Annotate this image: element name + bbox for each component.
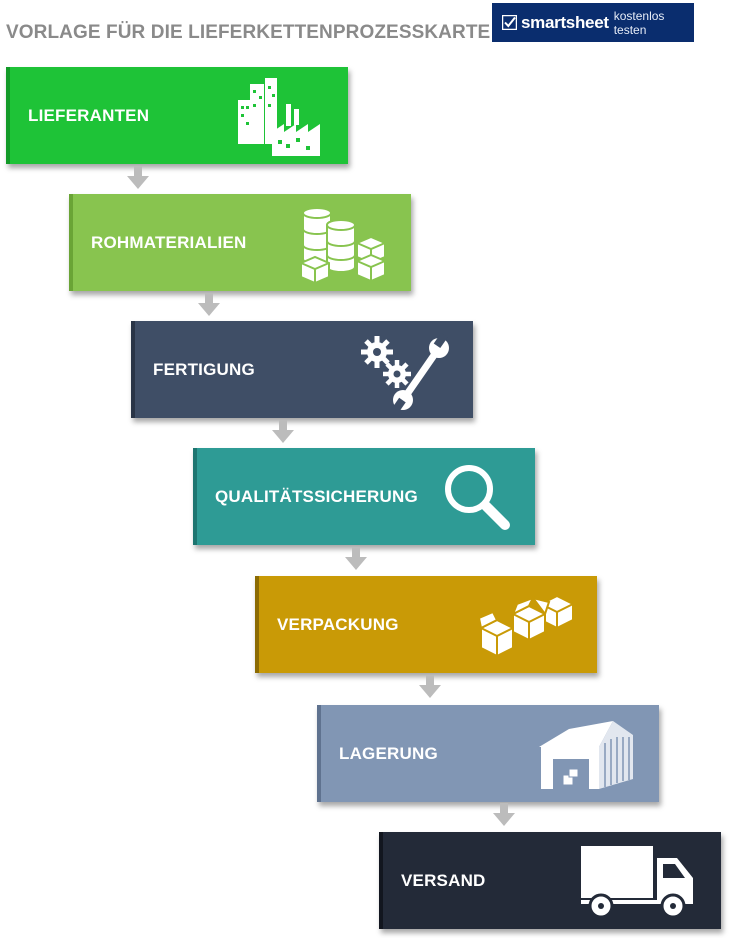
down-arrow-icon bbox=[127, 166, 149, 189]
step-label: VERSAND bbox=[401, 870, 486, 890]
step-accent bbox=[255, 576, 259, 673]
step-versand: VERSAND bbox=[379, 832, 721, 929]
step-lieferanten: LIEFERANTEN bbox=[6, 67, 348, 164]
step-label: LIEFERANTEN bbox=[28, 105, 150, 125]
magnifier-icon bbox=[441, 461, 513, 533]
step-label: VERPACKUNG bbox=[277, 614, 399, 634]
barrels-and-boxes-icon bbox=[299, 203, 389, 283]
step-fertigung: FERTIGUNG bbox=[131, 321, 473, 418]
step-label: QUALITÄTSSICHERUNG bbox=[215, 486, 418, 506]
step-label: LAGERUNG bbox=[339, 743, 438, 763]
smartsheet-banner[interactable]: smartsheet kostenlos testen bbox=[492, 3, 694, 42]
factory-buildings-icon bbox=[234, 76, 326, 156]
step-accent bbox=[193, 448, 197, 545]
step-verpackung: VERPACKUNG bbox=[255, 576, 597, 673]
down-arrow-icon bbox=[419, 675, 441, 698]
down-arrow-icon bbox=[272, 420, 294, 443]
down-arrow-icon bbox=[345, 547, 367, 570]
step-accent bbox=[69, 194, 73, 291]
warehouse-icon bbox=[539, 717, 637, 791]
step-label: ROHMATERIALIEN bbox=[91, 232, 247, 252]
smartsheet-check-icon bbox=[502, 15, 517, 30]
down-arrow-icon bbox=[198, 293, 220, 316]
step-label: FERTIGUNG bbox=[153, 359, 255, 379]
step-accent bbox=[317, 705, 321, 802]
delivery-truck-icon bbox=[579, 844, 699, 918]
step-accent bbox=[379, 832, 383, 929]
gears-and-wrench-icon bbox=[359, 330, 451, 410]
step-rohmaterialien: ROHMATERIALIEN bbox=[69, 194, 411, 291]
banner-brand: smartsheet bbox=[521, 12, 609, 32]
step-qualitaetssicherung: QUALITÄTSSICHERUNG bbox=[193, 448, 535, 545]
packages-icon bbox=[479, 590, 575, 660]
step-accent bbox=[131, 321, 135, 418]
page-title: VORLAGE FÜR DIE LIEFERKETTENPROZESSKARTE bbox=[6, 22, 491, 43]
down-arrow-icon bbox=[493, 803, 515, 826]
banner-cta: kostenlos testen bbox=[613, 8, 665, 37]
step-lagerung: LAGERUNG bbox=[317, 705, 659, 802]
step-accent bbox=[6, 67, 10, 164]
